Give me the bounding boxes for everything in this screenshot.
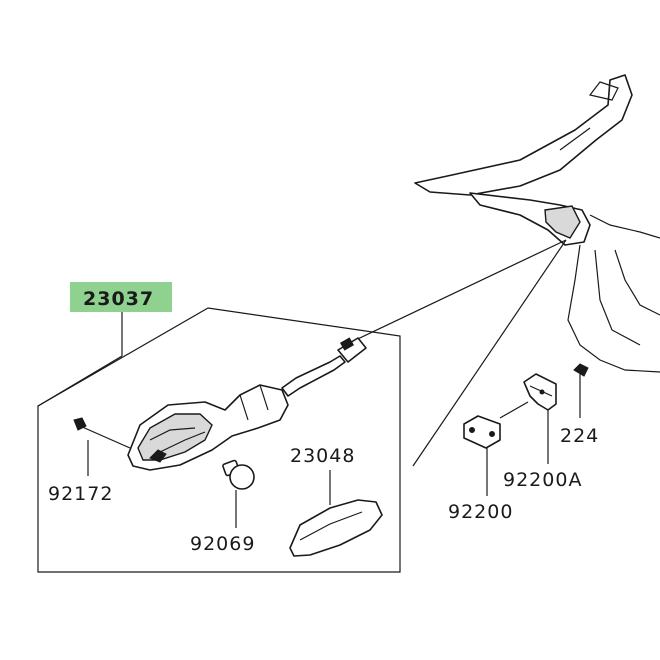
bulb-92069-drawing [222, 459, 255, 528]
part-label-92200[interactable]: 92200 [448, 501, 513, 523]
part-label-92069[interactable]: 92069 [190, 533, 255, 555]
part-label-23037[interactable]: 23037 [83, 288, 154, 310]
part-label-92200a[interactable]: 92200A [503, 469, 582, 491]
assembly-group-box [37, 307, 401, 573]
leader-frame-to-assembly [342, 239, 567, 347]
leader-23037-to-box [37, 355, 123, 407]
part-label-23048[interactable]: 23048 [290, 445, 355, 467]
leader-frame-to-plate [412, 239, 567, 467]
part-23037-highlight [70, 282, 172, 312]
screw-92172-drawing [73, 417, 131, 476]
lens-23048-drawing [289, 470, 383, 557]
part-label-224[interactable]: 224 [560, 425, 599, 447]
bracket-plate-92200-drawing [463, 401, 529, 496]
part-label-92172[interactable]: 92172 [48, 483, 113, 505]
bracket-92200a-drawing [523, 373, 557, 464]
turn-signal-assembly-drawing [127, 337, 367, 471]
bolt-224-drawing [573, 363, 589, 418]
rear-frame-drawing [414, 74, 660, 373]
